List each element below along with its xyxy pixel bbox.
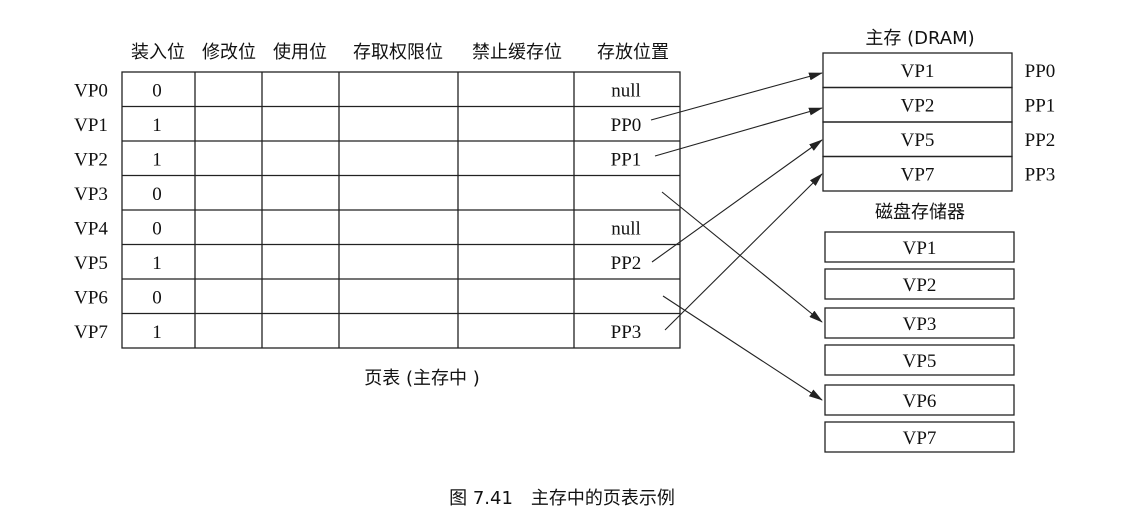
arrow-pp3 (664, 173, 823, 331)
load-bit-cell: 1 (152, 253, 162, 274)
header-load-bit: 装入位 (131, 42, 185, 63)
physical-page-label: PP2 (1025, 130, 1056, 151)
disk-page-content: VP3 (903, 314, 937, 335)
dram-page-content: VP5 (901, 130, 935, 151)
table-row: VP3 0 (74, 184, 162, 205)
header-nocache-bit: 禁止缓存位 (472, 42, 562, 63)
arrow-pp2 (651, 139, 823, 263)
physical-page-label: PP1 (1025, 96, 1056, 117)
dram-page: VP2 PP1 (822, 86, 1056, 123)
load-bit-cell: 0 (152, 184, 162, 205)
disk-page: VP7 (824, 421, 1015, 453)
row-vp-label: VP2 (74, 149, 108, 170)
table-row: VP6 0 (74, 287, 162, 308)
disk-title: 磁盘存储器 (875, 202, 965, 223)
header-location: 存放位置 (597, 42, 669, 63)
load-bit-cell: 1 (152, 115, 162, 136)
location-cell: PP1 (611, 149, 642, 170)
row-vp-label: VP1 (74, 115, 108, 136)
row-vp-label: VP0 (74, 80, 108, 101)
table-row: VP0 0 null (74, 80, 641, 101)
header-dirty-bit: 修改位 (202, 42, 256, 63)
disk-page: VP1 (824, 231, 1015, 263)
location-cell: PP0 (611, 115, 642, 136)
dram-page: VP7 PP3 (822, 155, 1056, 192)
mapping-arrows (650, 72, 823, 401)
header-access-bit: 存取权限位 (353, 42, 443, 63)
load-bit-cell: 1 (152, 149, 162, 170)
header-use-bit: 使用位 (273, 42, 327, 63)
dram-page-content: VP7 (901, 165, 935, 186)
dram-page: VP5 PP2 (822, 121, 1056, 158)
dram-page-content: VP2 (901, 96, 935, 117)
arrow-pp0 (650, 72, 823, 121)
table-row: VP2 1 PP1 (74, 149, 641, 170)
row-vp-label: VP7 (74, 322, 108, 343)
disk-page: VP6 (824, 384, 1015, 416)
physical-page-label: PP3 (1025, 165, 1056, 186)
disk-page-content: VP1 (903, 238, 937, 259)
arrow-vp3-disk (661, 191, 823, 323)
table-caption: 页表 (主存中 ) (364, 368, 480, 389)
figure-caption: 图 7.41 主存中的页表示例 (449, 488, 675, 509)
row-vp-label: VP5 (74, 253, 108, 274)
table-row: VP1 1 PP0 (74, 115, 641, 136)
table-headers: 装入位 修改位 使用位 存取权限位 禁止缓存位 存放位置 (131, 42, 669, 63)
disk-page-content: VP5 (903, 351, 937, 372)
load-bit-cell: 0 (152, 287, 162, 308)
location-cell: null (611, 218, 641, 239)
location-cell: PP2 (611, 253, 642, 274)
disk-page: VP3 (824, 307, 1015, 339)
dram-page-content: VP1 (901, 61, 935, 82)
row-vp-label: VP3 (74, 184, 108, 205)
arrow-vp6-disk (662, 295, 823, 401)
physical-page-label: PP0 (1025, 61, 1056, 82)
disk-page-content: VP6 (903, 391, 937, 412)
load-bit-cell: 0 (152, 218, 162, 239)
table-row: VP4 0 null (74, 218, 641, 239)
disk-page: VP5 (824, 344, 1015, 376)
location-cell: PP3 (611, 322, 642, 343)
table-row: VP5 1 PP2 (74, 253, 641, 274)
load-bit-cell: 0 (152, 80, 162, 101)
disk-page-content: VP2 (903, 275, 937, 296)
location-cell: null (611, 80, 641, 101)
dram-page: VP1 PP0 (822, 52, 1056, 89)
row-vp-label: VP4 (74, 218, 108, 239)
disk-page: VP2 (824, 268, 1015, 300)
row-vp-label: VP6 (74, 287, 108, 308)
table-row: VP7 1 PP3 (74, 322, 641, 343)
dram-title: 主存 (DRAM) (865, 28, 974, 49)
arrow-pp1 (654, 107, 823, 157)
page-table-grid (121, 71, 681, 349)
disk-page-content: VP7 (903, 428, 937, 449)
load-bit-cell: 1 (152, 322, 162, 343)
